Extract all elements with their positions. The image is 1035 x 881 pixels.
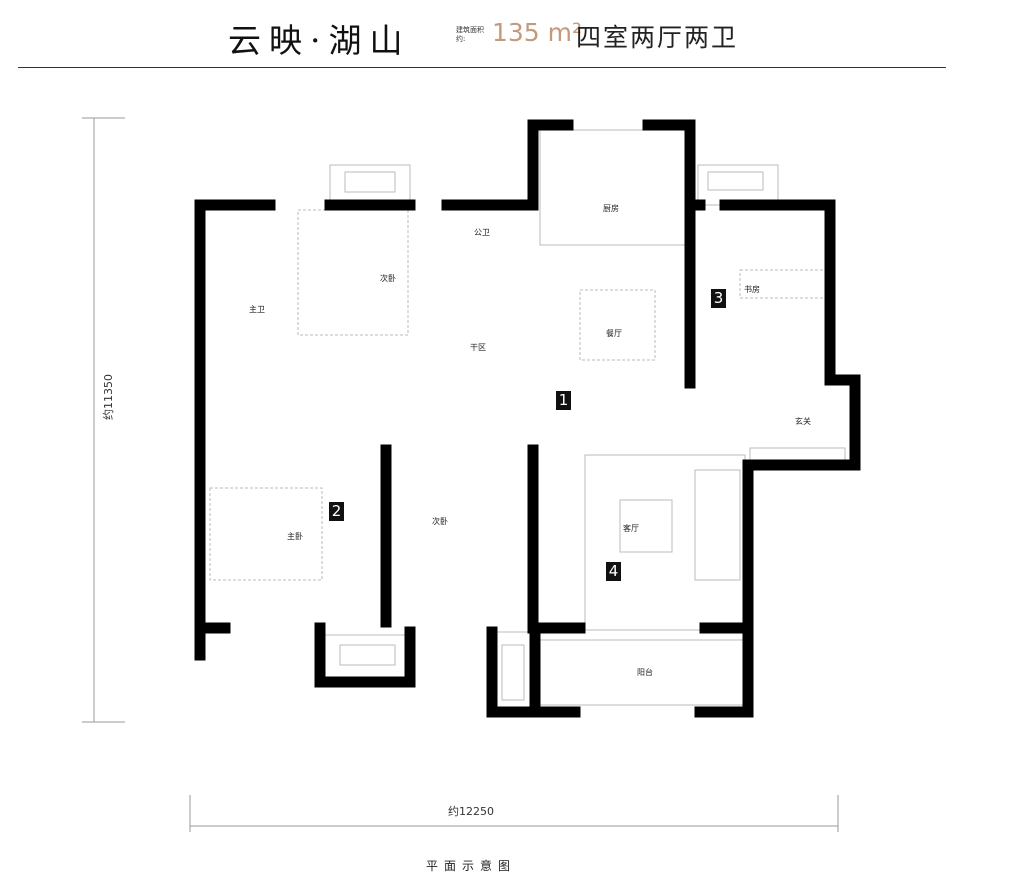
room-entrance: 玄关	[795, 417, 811, 426]
room-dry-area: 干区	[470, 343, 486, 352]
width-dimension: 约12250	[448, 805, 494, 818]
marker-1: 1	[556, 391, 571, 410]
header-divider	[18, 67, 946, 68]
room-second-bedroom-b: 次卧	[432, 517, 448, 526]
layout-type: 四室两厅两卫	[576, 23, 739, 52]
area-unit: m²	[547, 18, 583, 47]
room-living: 客厅	[623, 524, 639, 533]
room-dining: 餐厅	[606, 329, 622, 338]
room-public-bath: 公卫	[474, 228, 490, 237]
room-master-bedroom: 主卧	[287, 532, 303, 541]
area-label: 建筑面积约:	[456, 26, 484, 43]
marker-4: 4	[606, 562, 621, 581]
dimension-lines	[82, 117, 839, 832]
room-balcony: 阳台	[637, 668, 653, 677]
room-study: 书房	[744, 285, 760, 294]
footer-caption: 平面示意图	[426, 859, 517, 873]
room-kitchen: 厨房	[603, 204, 619, 213]
area-number: 135	[492, 18, 540, 47]
project-title: 云映·湖山	[228, 21, 411, 60]
height-dimension: 约11350	[102, 374, 115, 420]
area-value: 135 m²	[492, 18, 582, 47]
marker-2: 2	[329, 502, 344, 521]
room-second-bedroom-a: 次卧	[380, 274, 396, 283]
marker-3: 3	[711, 289, 726, 308]
room-master-bath: 主卫	[249, 305, 265, 314]
walls	[194, 119, 861, 718]
